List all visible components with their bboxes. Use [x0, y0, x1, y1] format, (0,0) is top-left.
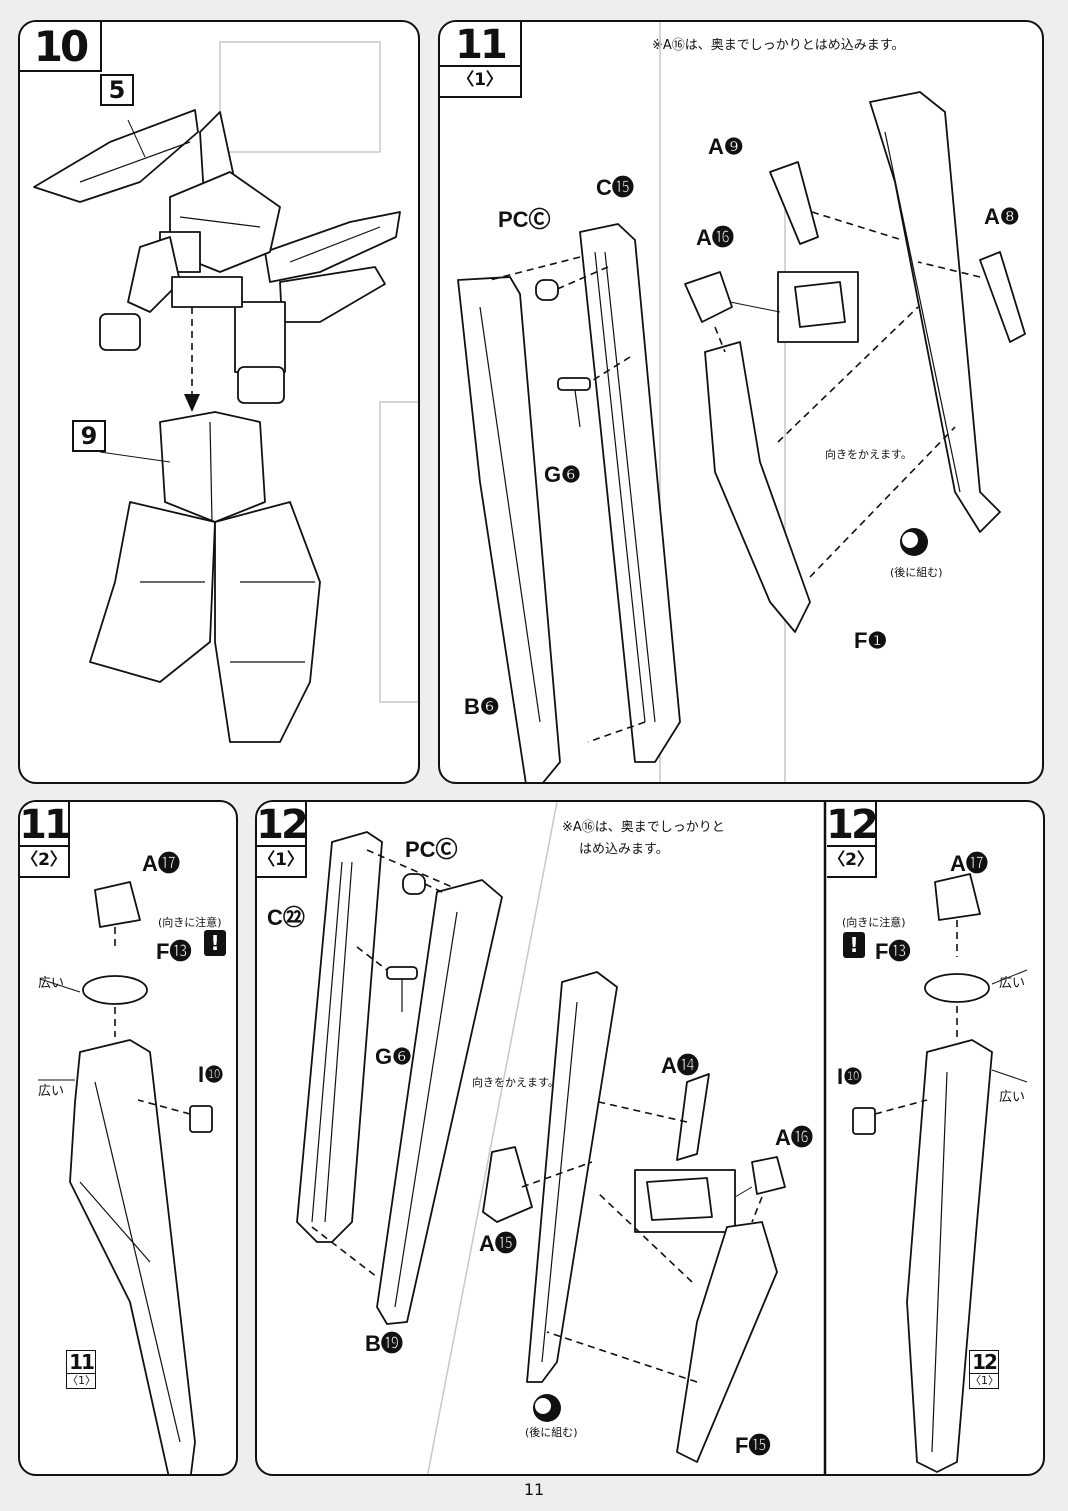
part-label-g6: G❻ — [375, 1044, 412, 1069]
step-11-2-illustration — [38, 881, 213, 1474]
part-label-pcc: PCⒸ — [498, 207, 551, 232]
step-number-text: 11 — [19, 802, 72, 848]
assembly-label-5: 5 — [100, 74, 134, 106]
step-12-panel: 12 〈1〉 ※A⑯は、奥までしっかりと はめ込みます。 — [255, 800, 1045, 1476]
wide-label-1: 広い — [999, 976, 1026, 991]
caution-note: (向きに注意) — [842, 916, 906, 929]
reference-sub: 〈1〉 — [970, 1373, 999, 1387]
wide-label-2: 広い — [38, 1084, 65, 1099]
part-label-a9: A❾ — [708, 134, 744, 159]
step-number-text: 12 — [826, 802, 879, 848]
turn-note: 向きをかえます。 — [825, 448, 912, 461]
part-label-i10: I❿ — [837, 1064, 863, 1089]
part-label-f15: F⓯ — [735, 1433, 771, 1458]
reference-number: 11 — [69, 1350, 95, 1374]
step-12-2-number: 12 〈2〉 — [826, 802, 879, 878]
part-label-f1: F❶ — [854, 628, 888, 653]
part-label-b6: B❻ — [464, 694, 500, 719]
turn-note: 向きをかえます。 — [472, 1076, 559, 1089]
part-label-i10: I❿ — [198, 1062, 224, 1087]
part-label-pcc: PCⒸ — [405, 837, 458, 862]
part-label-a8: A❽ — [984, 204, 1020, 229]
assembly-note: ※A⑯は、奥までしっかりとはめ込みます。 — [652, 38, 905, 53]
assembly-label-9: 9 — [72, 420, 106, 452]
reference-box: 12 〈1〉 — [969, 1350, 999, 1389]
step-10-panel: 10 5 9 — [18, 20, 420, 784]
step-number-text: 10 — [33, 21, 89, 71]
part-label-g6: G❻ — [544, 462, 581, 487]
part-label-a14: A⓮ — [661, 1053, 699, 1078]
wide-label-1: 広い — [38, 976, 65, 991]
assembly-note-line-1: ※A⑯は、奥までしっかりと — [562, 820, 725, 835]
part-label-f13: F⓭ — [156, 939, 192, 964]
step-number-text: 11 — [455, 22, 508, 68]
later-note: (後に組む) — [890, 566, 943, 579]
step-12-illustration — [296, 802, 1028, 1474]
step-number: 10 — [20, 22, 102, 72]
step-sub-number: 〈1〉 — [257, 845, 305, 873]
step-11-1-illustration — [457, 22, 1026, 782]
part-label-f13: F⓭ — [875, 939, 911, 964]
wide-label-2: 広い — [999, 1090, 1026, 1105]
part-label-a17: A⓱ — [142, 851, 180, 876]
caution-icon: ! — [843, 932, 865, 958]
part-label-c15: C⓯ — [596, 175, 634, 200]
reference-sub: 〈1〉 — [67, 1373, 96, 1387]
step-sub-number: 〈2〉 — [20, 845, 68, 873]
part-label-a16: A⓰ — [696, 225, 734, 250]
part-label-a16: A⓰ — [775, 1125, 813, 1150]
later-note: (後に組む) — [525, 1426, 578, 1439]
step-number: 12 〈1〉 — [256, 802, 309, 878]
caution-icon: ! — [204, 930, 226, 956]
step-11-1-panel: 11 〈1〉 ※A⑯は、奥までしっかりとはめ込みます。 — [438, 20, 1044, 784]
step-number-text: 12 — [256, 802, 309, 848]
step-number: 11 〈2〉 — [19, 802, 72, 878]
assembly-note-line-2: はめ込みます。 — [579, 842, 669, 857]
part-label-a17: A⓱ — [950, 851, 988, 876]
step-10-illustration — [33, 41, 418, 743]
reference-box: 11 〈1〉 — [66, 1350, 96, 1389]
caution-note: (向きに注意) — [158, 916, 222, 929]
part-label-a15: A⓯ — [479, 1231, 517, 1256]
part-label-c22: C㉒ — [267, 905, 305, 930]
step-number: 11 〈1〉 — [440, 22, 522, 98]
step-sub-number: 〈1〉 — [440, 65, 520, 93]
part-label-b19: B⓳ — [365, 1331, 403, 1356]
page-number: 11 — [523, 1480, 545, 1499]
reference-number: 12 — [972, 1350, 998, 1374]
step-11-2-panel: 11 〈2〉 A⓱ (向きに注意) F⓭ ! 広い 広い I❿ 11 〈1〉 — [18, 800, 238, 1476]
step-sub-number: 〈2〉 — [827, 845, 875, 873]
